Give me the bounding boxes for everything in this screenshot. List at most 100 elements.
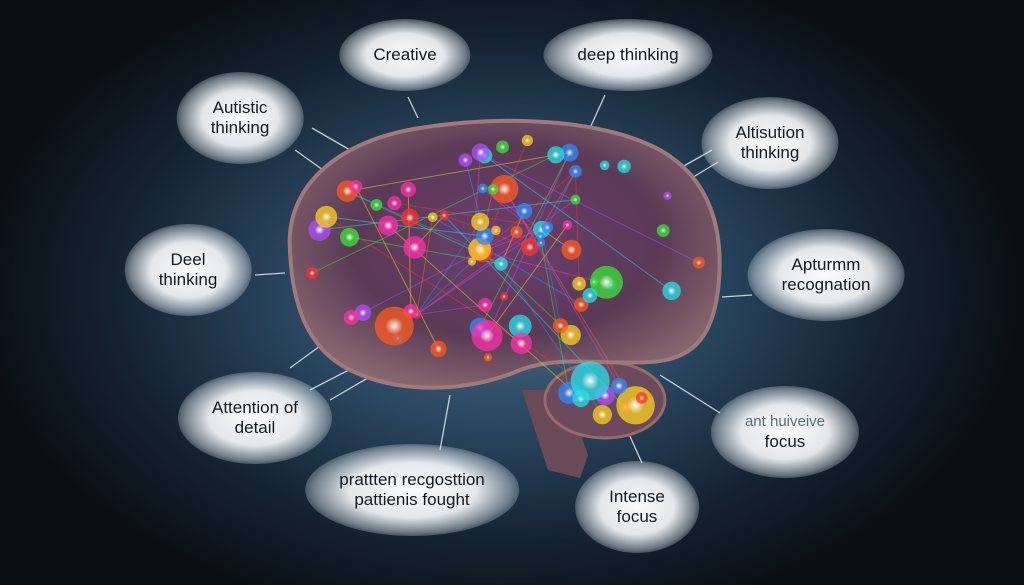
axon [539, 236, 570, 394]
neuron-core [566, 330, 576, 340]
neuron-core [515, 320, 526, 332]
neuron-core [551, 150, 560, 159]
axon [482, 188, 541, 237]
label-text: deep thinking [577, 45, 679, 64]
neuron-core [696, 259, 702, 266]
neuron-core [572, 168, 579, 175]
neuron-core [602, 163, 607, 168]
axon [347, 152, 570, 192]
neuron-core [586, 292, 594, 299]
axon [355, 186, 439, 350]
neuron-core [576, 280, 583, 287]
label-text: thinking [740, 143, 800, 162]
label-text: prattten recgosttion [339, 470, 485, 489]
neuron-core [462, 157, 469, 164]
axon [416, 199, 576, 316]
neuron-core [621, 163, 628, 170]
neuron-core [544, 224, 550, 231]
neuron-core [525, 243, 534, 252]
axon [484, 155, 700, 264]
neuron-core [592, 280, 596, 284]
label-text: focus [764, 432, 806, 451]
neuron-core [404, 185, 412, 193]
neuron-core [538, 234, 542, 239]
label-text: Attention of [211, 398, 299, 417]
neuron-core [385, 317, 403, 335]
axon [486, 224, 568, 336]
neuron-core [430, 215, 435, 220]
axon [416, 217, 434, 315]
neuron-core [524, 138, 530, 144]
axon [394, 202, 548, 228]
label-text: focus [616, 507, 658, 526]
neuron-core [391, 199, 398, 207]
brain [287, 118, 722, 478]
label-text: thinking [210, 118, 270, 137]
label-text: detail [234, 418, 276, 437]
axon [503, 188, 637, 406]
label-text: Deel [170, 250, 206, 269]
neuron-core [476, 217, 485, 226]
neuron-core [665, 193, 670, 198]
label-text: ant huiveive [744, 413, 826, 430]
neuron-core [474, 243, 485, 255]
neuron-core [321, 211, 332, 222]
neuron-core [314, 224, 325, 235]
neuron-core [667, 286, 676, 296]
neuron-core [347, 314, 355, 321]
neuron-core [520, 207, 528, 215]
neuron-core [373, 202, 380, 208]
axon [546, 171, 576, 228]
neuron-core [442, 213, 447, 218]
axon [484, 155, 672, 292]
label-text: Autistic [212, 98, 268, 117]
axon [541, 229, 561, 326]
neuron-core [660, 227, 667, 234]
neuron-core [573, 197, 578, 202]
neuron-core [493, 228, 499, 233]
neuron-core [409, 242, 420, 253]
label-text: pattienis fought [354, 490, 470, 509]
neuron-core [480, 186, 485, 191]
neuron-core [565, 148, 574, 157]
neuron-core [383, 220, 393, 231]
label-text: Apturmm [791, 255, 861, 274]
axon [416, 261, 473, 316]
neuron-core [498, 260, 505, 267]
neuron-core [434, 345, 443, 353]
neuron-core [345, 232, 354, 242]
axon [416, 304, 486, 316]
neuron-core [565, 222, 570, 228]
neuron-core [615, 382, 623, 390]
neuron-core [502, 294, 506, 299]
label-text: Creative [373, 45, 437, 64]
axon [326, 216, 606, 396]
neuron-core [556, 322, 564, 330]
neuron-core [309, 270, 315, 276]
neuron-core [499, 144, 506, 150]
neuron-core [513, 229, 520, 235]
neuron-stars [306, 134, 705, 425]
label-text: Altisution [735, 123, 805, 142]
axon [575, 171, 580, 284]
neuron-core [516, 338, 527, 349]
axon [326, 216, 485, 237]
neuron-core [564, 387, 575, 398]
neuron-core [352, 183, 359, 190]
neuron-core [480, 232, 489, 241]
neuron-core [359, 309, 367, 317]
neuron-core [577, 301, 585, 308]
neuron-core [538, 240, 543, 245]
label-text: Intense [609, 487, 665, 506]
label-text: thinking [158, 270, 218, 289]
neuron-core [498, 182, 511, 196]
neuron-core [407, 308, 415, 315]
